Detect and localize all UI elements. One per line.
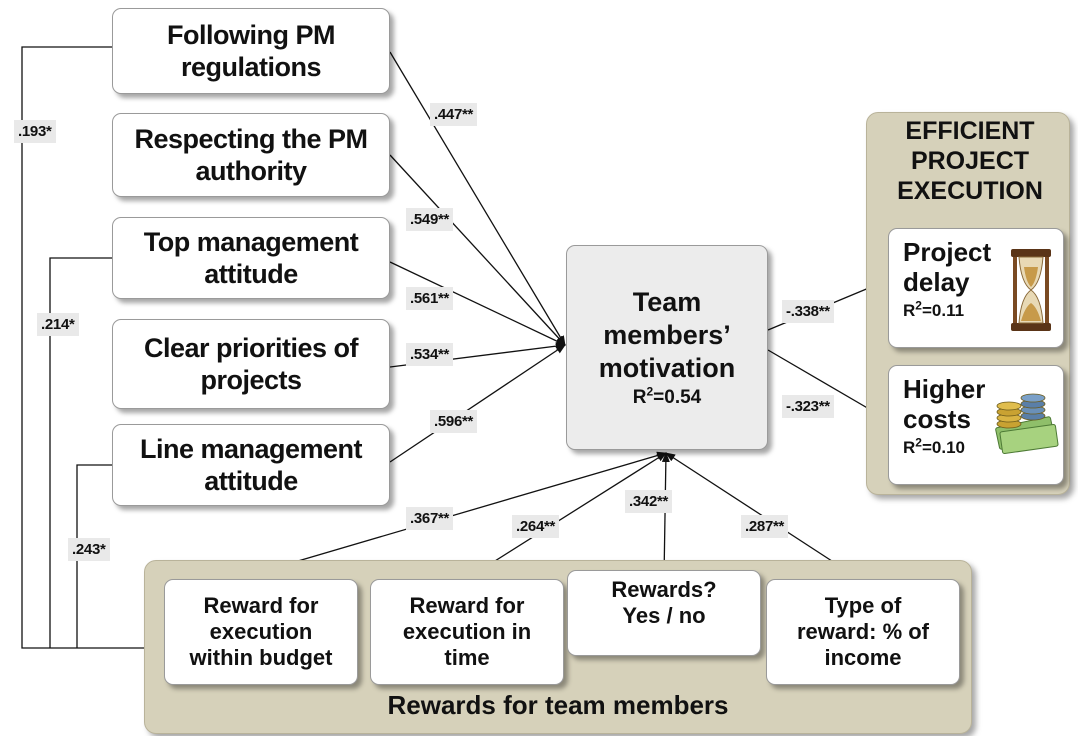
- reward-label: Reward for execution within budget: [189, 593, 333, 670]
- outcome-r2: R2=0.11: [903, 298, 965, 320]
- coef-label: -.323**: [782, 395, 834, 418]
- outcome-box-higher-costs: Higher costs R2=0.10: [888, 365, 1064, 485]
- motivation-box: Team members’ motivation R2=0.54: [566, 245, 768, 450]
- factor-label: Clear priorities of projects: [143, 333, 359, 395]
- factor-label: Top management attitude: [143, 227, 359, 289]
- outcome-label: Higher costs: [903, 374, 986, 434]
- path-factor-1: [389, 51, 566, 346]
- coef-label: .243*: [68, 538, 110, 561]
- coef-label: .561**: [406, 287, 454, 310]
- coef-label: .287**: [741, 515, 789, 538]
- reward-label: Rewards? Yes / no: [611, 577, 717, 628]
- outcome-r2: R2=0.10: [903, 435, 965, 457]
- path-reward-3: [661, 452, 670, 579]
- reward-box-time: Reward for execution in time: [370, 579, 564, 685]
- correlation-line-2: [49, 257, 112, 648]
- hourglass-icon: [1011, 249, 1051, 331]
- money-coins-icon: [995, 393, 1059, 454]
- reward-box-yes-no: Rewards? Yes / no: [567, 570, 761, 656]
- coef-label: .534**: [406, 343, 454, 366]
- coef-label: -.338**: [782, 300, 834, 323]
- path-reward-2: [467, 452, 667, 579]
- reward-box-budget: Reward for execution within budget: [164, 579, 358, 685]
- path-factor-5: [389, 344, 566, 463]
- motivation-label: Team members’ motivation: [598, 287, 736, 383]
- factor-label: Line management attitude: [139, 434, 363, 496]
- outcome-label: Project delay: [903, 237, 992, 297]
- coef-label: .596**: [430, 410, 478, 433]
- factor-label: Respecting the PM authority: [134, 124, 368, 186]
- outcomes-title: EFFICIENT PROJECT EXECUTION: [897, 117, 1043, 205]
- reward-box-type: Type of reward: % of income: [766, 579, 960, 685]
- factor-label: Following PM regulations: [167, 20, 335, 82]
- coef-label: .193*: [14, 120, 56, 143]
- correlation-line-3: [76, 464, 112, 648]
- coef-label: .264**: [512, 515, 560, 538]
- coef-label: .214*: [37, 313, 79, 336]
- factor-box-clear-priorities: Clear priorities of projects: [112, 319, 390, 409]
- motivation-r2: R2=0.54: [632, 384, 702, 408]
- factor-box-pm-authority: Respecting the PM authority: [112, 113, 390, 197]
- coef-label: .549**: [406, 208, 454, 231]
- coef-label: .367**: [406, 507, 454, 530]
- factor-box-top-management: Top management attitude: [112, 217, 390, 299]
- reward-label: Reward for execution in time: [402, 593, 532, 670]
- factor-box-pm-regulations: Following PM regulations: [112, 8, 390, 94]
- correlation-line-1: [21, 46, 148, 649]
- coef-label: .342**: [625, 490, 673, 513]
- reward-label: Type of reward: % of income: [796, 593, 930, 670]
- path-factor-2: [389, 154, 566, 346]
- path-factor-3: [389, 261, 566, 346]
- outcome-box-project-delay: Project delay R2=0.11: [888, 228, 1064, 348]
- factor-box-line-management: Line management attitude: [112, 424, 390, 506]
- rewards-title: Rewards for team members: [387, 690, 729, 720]
- coef-label: .447**: [430, 103, 478, 126]
